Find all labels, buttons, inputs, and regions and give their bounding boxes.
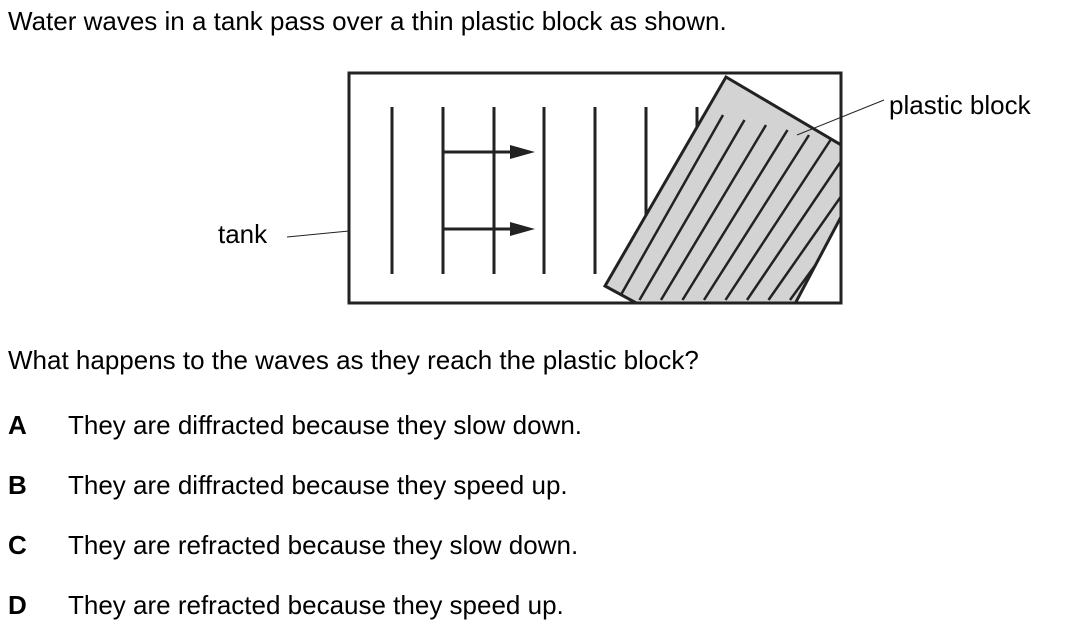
option-text: They are diffracted because they slow do… — [68, 410, 583, 440]
question-text: What happens to the waves as they reach … — [8, 345, 699, 375]
option-text: They are refracted because they speed up… — [68, 590, 564, 620]
refracted-wavefront — [616, 114, 725, 301]
option-letter: A — [8, 410, 27, 440]
refracted-wavefront — [724, 139, 832, 301]
tank-leader-line — [286, 230, 350, 238]
refracted-wavefront — [638, 119, 746, 301]
refracted-wavefront — [767, 149, 841, 301]
tank-label: tank — [218, 219, 268, 249]
option-letter: C — [8, 530, 27, 560]
wavefronts — [390, 107, 699, 274]
intro-text: Water waves in a tank pass over a thin p… — [8, 6, 727, 36]
option-letter: D — [8, 590, 27, 620]
option-text: They are diffracted because they speed u… — [68, 470, 568, 500]
refracted-wavefront — [832, 164, 841, 301]
option-text: They are refracted because they slow dow… — [68, 530, 579, 560]
tank-outline — [347, 71, 843, 305]
arrow-icon — [510, 222, 535, 236]
arrow-icon — [510, 145, 535, 159]
block-leader-line — [796, 99, 885, 136]
refracted-wavefront — [659, 124, 768, 301]
option-letter: B — [8, 470, 27, 500]
refracted-wavefront — [788, 154, 841, 301]
direction-arrows — [443, 145, 535, 236]
refracted-wavefront — [745, 144, 841, 301]
refracted-wavefront — [702, 134, 811, 301]
plastic-block — [602, 74, 841, 303]
plastic-block-label: plastic block — [889, 90, 1031, 120]
refracted-wavefront — [681, 129, 789, 301]
